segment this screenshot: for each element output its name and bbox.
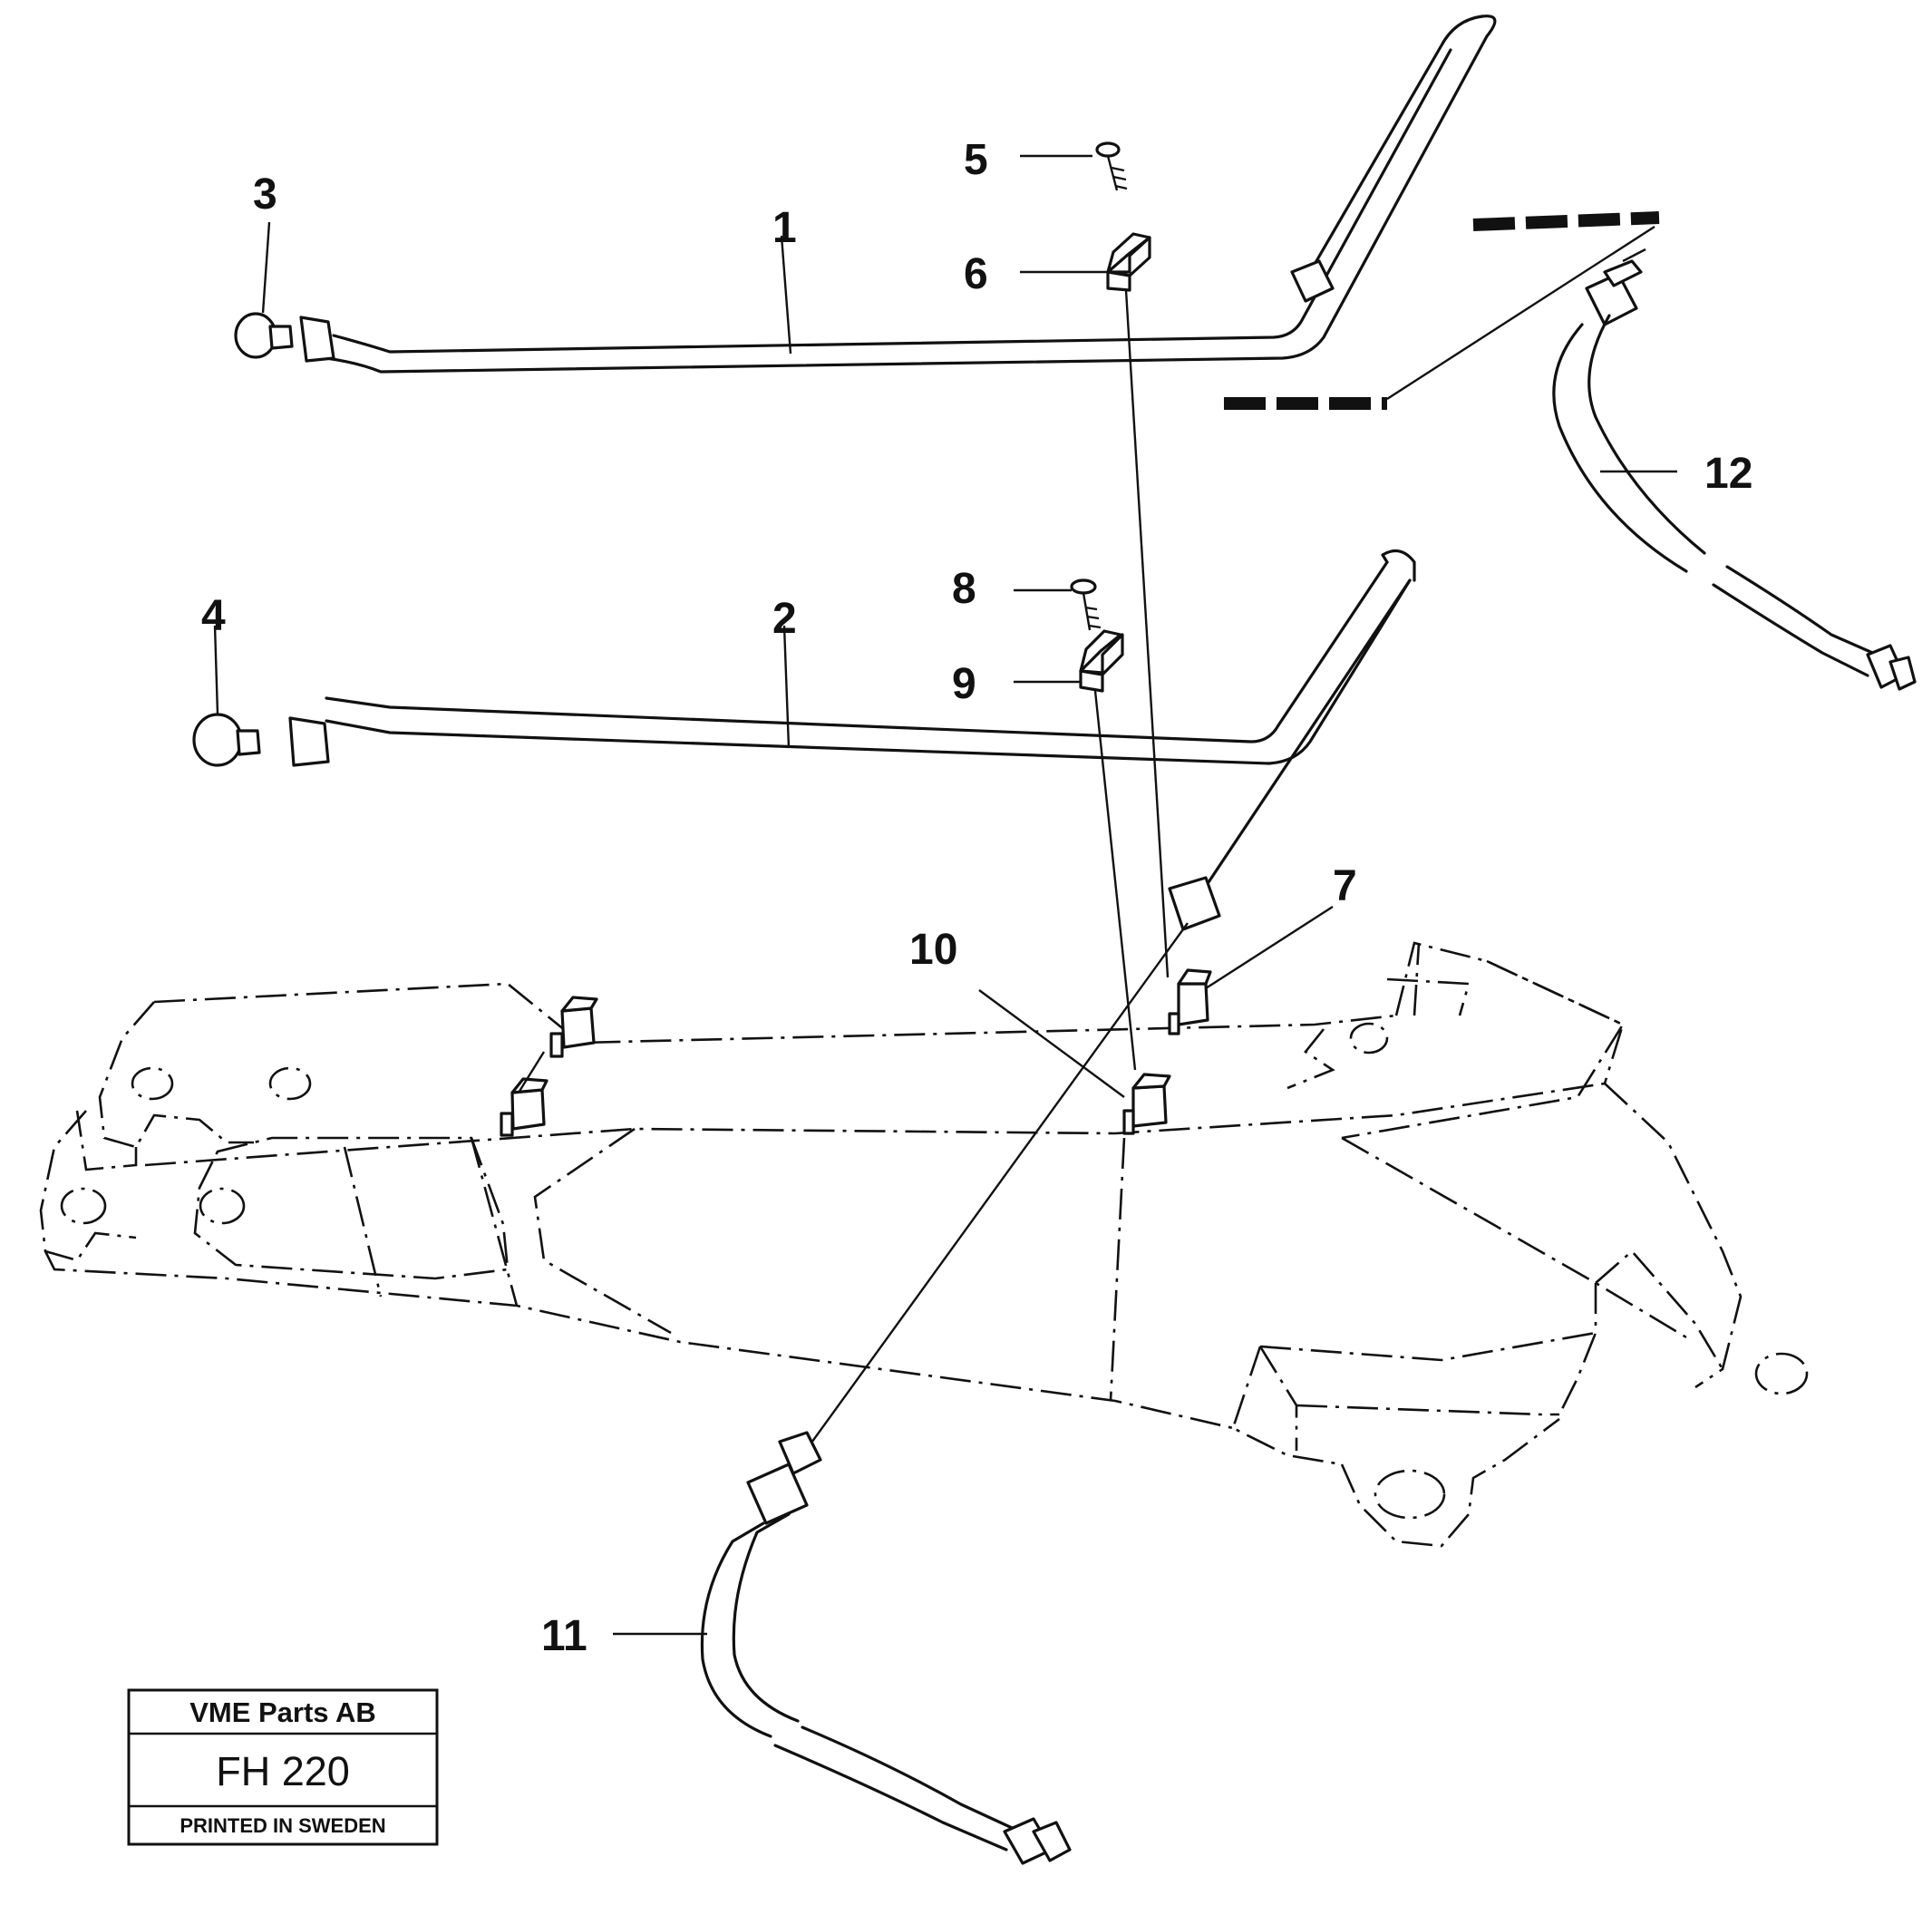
callout-6: 6: [964, 250, 988, 298]
leader-lines: [213, 154, 1677, 1636]
clamp-6: [1106, 232, 1151, 292]
title-block-company: VME Parts AB: [189, 1696, 376, 1728]
boom-outline: [39, 941, 1809, 1548]
bolt-8: [1070, 578, 1102, 631]
hose-12: [1552, 248, 1917, 691]
break-marks: [1224, 211, 1660, 410]
clamp-base-left-upper: [549, 996, 598, 1058]
clamp-9: [1079, 629, 1124, 693]
callout-3: 3: [253, 170, 277, 219]
clamp-base-10: [1122, 1073, 1171, 1135]
callout-10: 10: [909, 926, 957, 974]
bolt-5: [1095, 141, 1128, 191]
plug-3: [234, 312, 335, 363]
callout-9: 9: [952, 660, 976, 708]
callout-8: 8: [952, 565, 976, 613]
clamp-base-left-lower: [500, 1077, 549, 1137]
callout-1: 1: [772, 204, 797, 252]
clamp-base-7: [1168, 968, 1212, 1035]
leader-6-to-7: [1124, 289, 1170, 978]
title-block-model: FH 220: [216, 1748, 350, 1794]
leader-9-to-10: [1093, 690, 1137, 1071]
callout-11: 11: [541, 1612, 587, 1660]
callout-5: 5: [964, 136, 988, 184]
pipe-2: [325, 549, 1416, 931]
callout-12: 12: [1704, 450, 1752, 498]
callout-2: 2: [772, 595, 797, 643]
plug-4: [192, 713, 330, 767]
pipe-1: [325, 15, 1497, 374]
callout-4: 4: [201, 592, 226, 640]
callout-7: 7: [1333, 862, 1357, 910]
leader-clamp-left: [517, 1051, 546, 1093]
title-block-printed: PRINTED IN SWEDEN: [180, 1814, 385, 1837]
title-block: VME Parts AB FH 220 PRINTED IN SWEDEN: [127, 1688, 439, 1846]
hose-11: [700, 922, 1189, 1865]
callout-numbers: 1 2 3 4 5 6 7 8 9 10 11 12: [201, 136, 1752, 1660]
